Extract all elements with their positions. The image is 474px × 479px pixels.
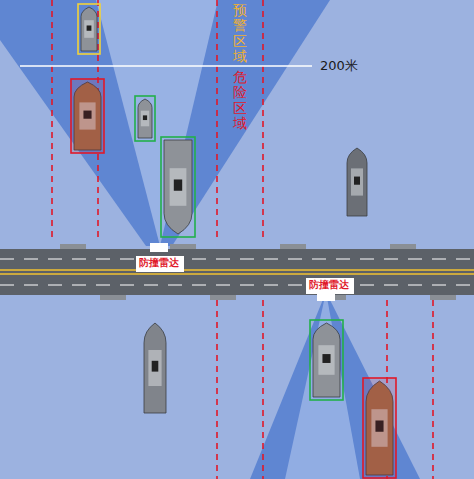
zone-boundary <box>51 0 53 240</box>
zone-boundary <box>216 0 218 240</box>
ship <box>310 320 343 400</box>
ship <box>71 79 104 153</box>
distance-line <box>20 65 312 67</box>
radar-label: 防撞雷达 <box>306 278 354 294</box>
radar-name: 防撞雷达 <box>139 257 181 270</box>
zone-boundary <box>262 300 264 479</box>
warning-beam <box>0 0 330 246</box>
warning-beam <box>250 292 420 479</box>
zone-label: 预警区域 <box>233 3 247 65</box>
bridge-road <box>0 243 474 301</box>
danger-beam <box>96 0 218 246</box>
zone-boundary <box>216 300 218 479</box>
radar-label: 防撞雷达 <box>136 256 184 272</box>
ship <box>78 4 100 54</box>
zone-boundary <box>432 300 434 479</box>
zone-boundary <box>262 0 264 240</box>
distance-label: 200米 <box>320 57 358 75</box>
ship <box>161 137 195 237</box>
ship <box>144 323 166 413</box>
zone-label: 危险区域 <box>233 70 247 132</box>
ship <box>135 96 155 141</box>
ship <box>347 148 367 216</box>
radar-name: 防撞雷达 <box>309 279 351 292</box>
ship <box>363 378 396 478</box>
danger-beam <box>285 292 360 479</box>
